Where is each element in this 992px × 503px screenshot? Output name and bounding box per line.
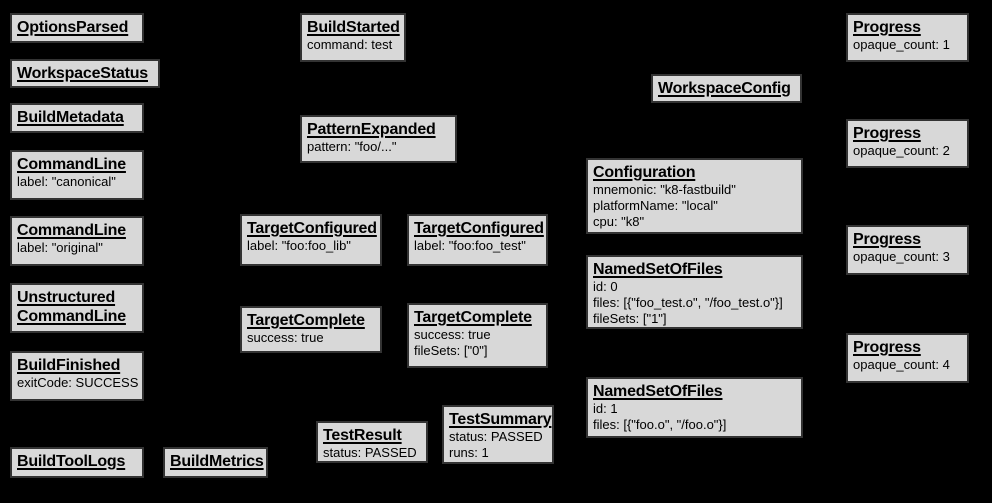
event-title: TestSummary — [449, 411, 552, 428]
event-box-unstructured-command-line: Unstructured CommandLine — [10, 283, 144, 333]
event-title: PatternExpanded — [307, 121, 436, 138]
event-title: CommandLine — [17, 222, 126, 239]
event-title: NamedSetOfFiles — [593, 383, 723, 400]
event-field: id: 0 — [593, 279, 618, 294]
event-box-configuration: Configuration mnemonic: "k8-fastbuild"pl… — [586, 158, 803, 234]
event-field: cpu: "k8" — [593, 214, 645, 229]
event-box-test-result: TestResult status: PASSED — [316, 421, 428, 463]
event-field: success: true — [247, 330, 324, 345]
event-field: opaque_count: 3 — [853, 249, 950, 264]
event-box-build-metrics: BuildMetrics — [163, 447, 268, 478]
event-title: OptionsParsed — [17, 19, 129, 36]
event-field: command: test — [307, 37, 393, 52]
event-field: id: 1 — [593, 401, 618, 416]
event-box-build-metadata: BuildMetadata — [10, 103, 144, 133]
event-box-progress-4: Progress opaque_count: 4 — [846, 333, 969, 383]
event-box-target-configured-foo-test: TargetConfigured label: "foo:foo_test" — [407, 214, 548, 266]
event-title: NamedSetOfFiles — [593, 261, 723, 278]
event-field: label: "foo:foo_lib" — [247, 238, 351, 253]
event-title: BuildFinished — [17, 357, 121, 374]
event-field: fileSets: ["0"] — [414, 343, 488, 358]
event-field: status: PASSED — [449, 429, 543, 444]
event-box-command-line-original: CommandLine label: "original" — [10, 216, 144, 266]
event-title: Unstructured CommandLine — [17, 289, 126, 325]
event-box-build-tool-logs: BuildToolLogs — [10, 447, 144, 478]
event-title: BuildToolLogs — [17, 453, 126, 470]
event-box-progress-3: Progress opaque_count: 3 — [846, 225, 969, 275]
event-title: BuildMetrics — [170, 453, 264, 470]
event-box-options-parsed: OptionsParsed — [10, 13, 144, 43]
event-title: TargetComplete — [247, 312, 365, 329]
event-field: label: "canonical" — [17, 174, 116, 189]
event-field: opaque_count: 2 — [853, 143, 950, 158]
event-field: label: "foo:foo_test" — [414, 238, 526, 253]
event-field: exitCode: SUCCESS — [17, 375, 139, 390]
event-field: platformName: "local" — [593, 198, 718, 213]
event-box-target-configured-foo-lib: TargetConfigured label: "foo:foo_lib" — [240, 214, 382, 266]
event-title: TargetComplete — [414, 309, 532, 326]
event-field: fileSets: ["1"] — [593, 311, 667, 326]
event-box-target-complete-foo-lib: TargetComplete success: true — [240, 306, 382, 353]
event-title: BuildStarted — [307, 19, 400, 36]
event-field: opaque_count: 4 — [853, 357, 950, 372]
event-title: WorkspaceStatus — [17, 65, 148, 82]
event-box-build-finished: BuildFinished exitCode: SUCCESS — [10, 351, 144, 401]
event-title: Configuration — [593, 164, 696, 181]
event-box-pattern-expanded: PatternExpanded pattern: "foo/..." — [300, 115, 457, 163]
event-field: success: true — [414, 327, 491, 342]
event-field: opaque_count: 1 — [853, 37, 950, 52]
event-field: label: "original" — [17, 240, 103, 255]
event-box-build-started: BuildStarted command: test — [300, 13, 406, 62]
event-field: files: [{"foo.o", "/foo.o"}] — [593, 417, 727, 432]
event-title: TargetConfigured — [414, 220, 544, 237]
event-box-workspace-config: WorkspaceConfig — [651, 74, 802, 103]
event-title: Progress — [853, 339, 921, 356]
event-field: pattern: "foo/..." — [307, 139, 397, 154]
event-title: BuildMetadata — [17, 109, 124, 126]
event-title: WorkspaceConfig — [658, 80, 791, 97]
event-field: files: [{"foo_test.o", "/foo_test.o"}] — [593, 295, 783, 310]
event-field: status: PASSED — [323, 445, 417, 460]
event-box-progress-2: Progress opaque_count: 2 — [846, 119, 969, 168]
event-box-workspace-status: WorkspaceStatus — [10, 59, 160, 88]
event-box-command-line-canonical: CommandLine label: "canonical" — [10, 150, 144, 200]
event-title: TargetConfigured — [247, 220, 377, 237]
event-box-progress-1: Progress opaque_count: 1 — [846, 13, 969, 62]
event-title: Progress — [853, 19, 921, 36]
event-field: mnemonic: "k8-fastbuild" — [593, 182, 736, 197]
event-title: Progress — [853, 231, 921, 248]
event-title: Progress — [853, 125, 921, 142]
event-title: CommandLine — [17, 156, 126, 173]
event-title: TestResult — [323, 427, 402, 444]
event-field: runs: 1 — [449, 445, 489, 460]
